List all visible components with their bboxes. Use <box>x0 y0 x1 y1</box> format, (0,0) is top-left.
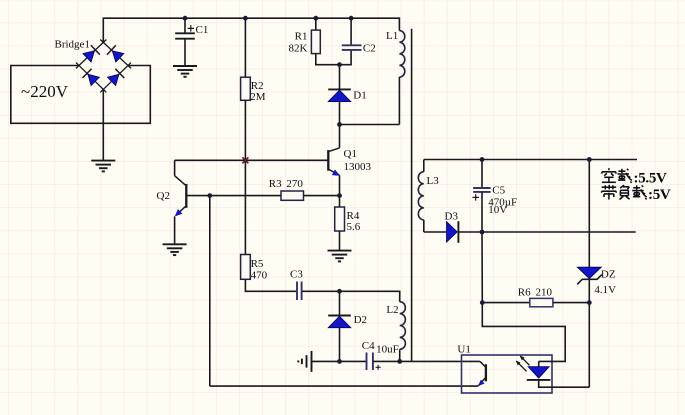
svg-text:82K: 82K <box>289 43 308 55</box>
svg-text:R1: R1 <box>295 31 308 43</box>
svg-text:C2: C2 <box>363 43 376 55</box>
svg-text:2M: 2M <box>250 91 265 103</box>
svg-text:5.6: 5.6 <box>347 221 361 233</box>
svg-text:D2: D2 <box>354 314 367 326</box>
svg-text:Q2: Q2 <box>157 190 170 202</box>
svg-text::5V: :5V <box>648 187 671 203</box>
svg-text:470: 470 <box>251 270 268 282</box>
svg-text:R5: R5 <box>251 258 264 270</box>
svg-text:Bridge1: Bridge1 <box>55 39 90 51</box>
svg-text:10V: 10V <box>488 204 507 216</box>
svg-text:210: 210 <box>536 286 553 298</box>
svg-text:Q1: Q1 <box>344 148 357 160</box>
svg-text:10uF: 10uF <box>376 344 399 356</box>
svg-text:R4: R4 <box>347 210 360 222</box>
svg-text:C3: C3 <box>290 269 303 281</box>
svg-text:L1: L1 <box>386 30 398 42</box>
svg-text::5.5V: :5.5V <box>634 171 668 187</box>
svg-text:470µF: 470µF <box>488 197 517 209</box>
svg-text:13003: 13003 <box>344 161 372 173</box>
svg-text:C1: C1 <box>196 24 209 36</box>
svg-text:R2: R2 <box>251 80 264 92</box>
svg-text:D1: D1 <box>353 90 366 102</box>
svg-text:270: 270 <box>286 178 303 190</box>
svg-text:R6: R6 <box>518 286 531 298</box>
svg-text:L2: L2 <box>386 304 398 316</box>
svg-text:L3: L3 <box>427 175 440 187</box>
svg-text:C5: C5 <box>492 185 505 197</box>
svg-text:~220V: ~220V <box>21 82 69 101</box>
svg-text:DZ: DZ <box>601 269 616 281</box>
svg-text:C4: C4 <box>362 340 375 352</box>
svg-text:D3: D3 <box>445 210 459 222</box>
svg-text:4.1V: 4.1V <box>594 284 616 296</box>
svg-text:R3: R3 <box>269 178 282 190</box>
svg-text:U1: U1 <box>457 344 470 356</box>
